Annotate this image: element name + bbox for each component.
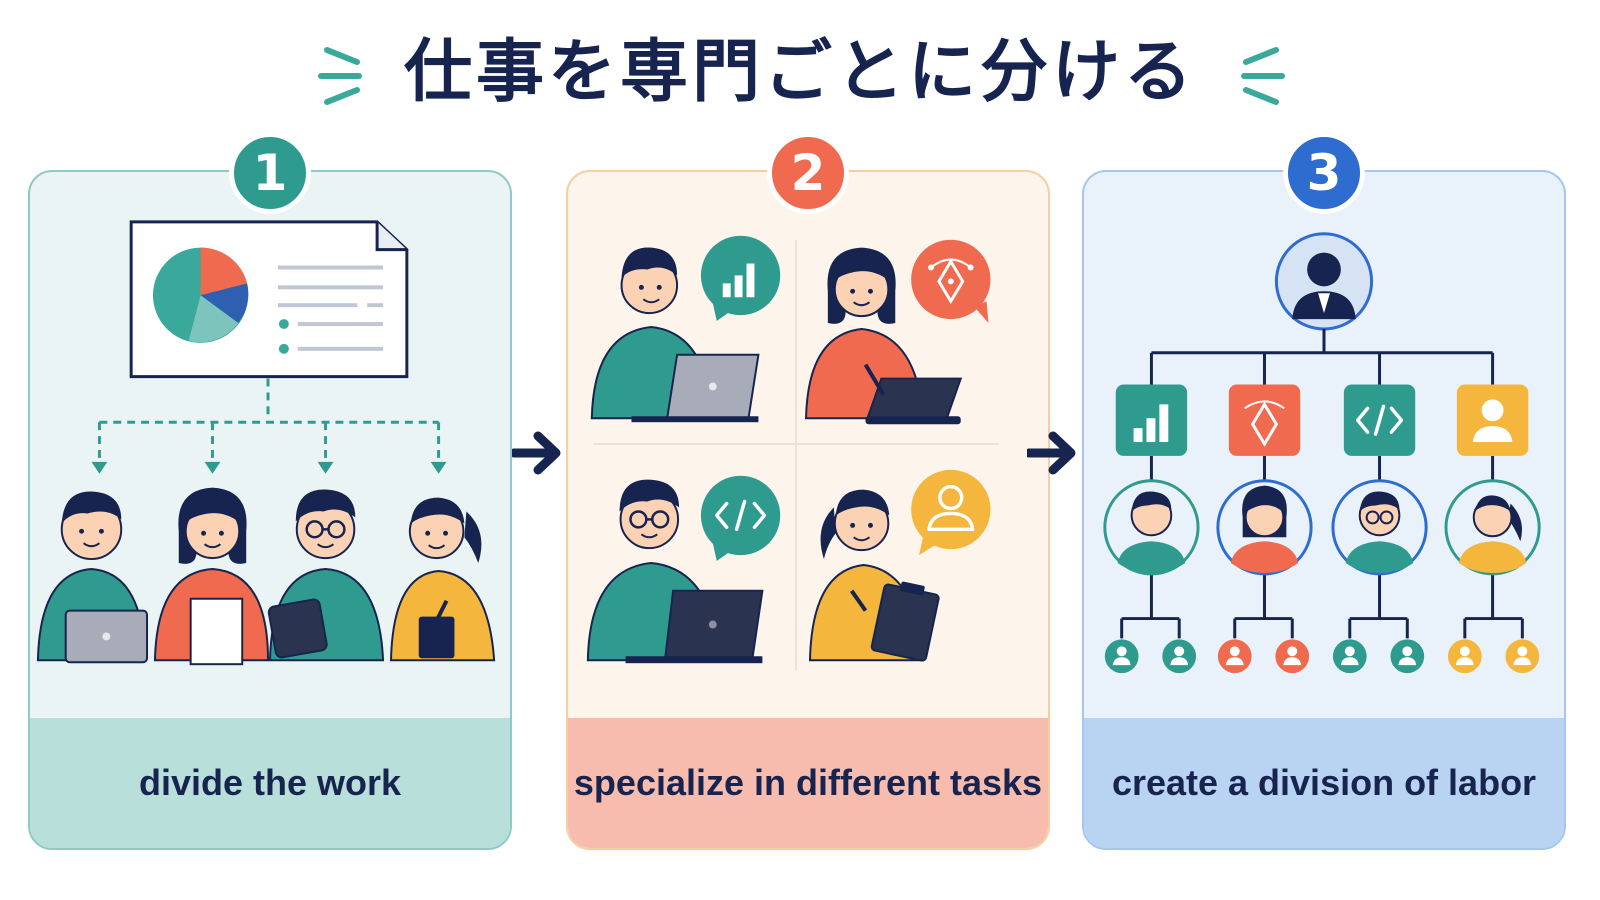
page-title: 仕事を専門ごとに分ける	[403, 33, 1196, 112]
step-1-caption: divide the work	[138, 762, 402, 803]
report-document	[129, 220, 409, 379]
worker-3	[267, 489, 385, 662]
bar-chart-icon	[1115, 384, 1188, 456]
caption-band	[1084, 718, 1564, 848]
clipboard-icon	[850, 581, 940, 662]
step-2-panel: specialize in different tasks	[566, 170, 1050, 850]
worker-4	[389, 497, 496, 662]
person-icon	[911, 469, 991, 556]
title-row: 仕事を専門ごとに分ける	[0, 28, 1600, 118]
org-chart-lines	[1120, 328, 1524, 639]
designer-worker	[805, 247, 963, 425]
step-1-illustration	[36, 220, 496, 666]
lead-coordinator	[1444, 479, 1541, 576]
team-member-icons	[1104, 639, 1540, 674]
developer-worker	[586, 479, 764, 664]
step-1-badge: 1	[229, 132, 311, 214]
lead-designer	[1216, 479, 1313, 576]
caption-band	[568, 718, 1048, 848]
step-3-panel: create a division of labor	[1082, 170, 1566, 850]
coordinator-worker	[808, 489, 940, 662]
arrow-down-icons	[91, 461, 447, 474]
code-icon	[700, 475, 781, 562]
arrow-right-icon	[512, 431, 561, 475]
burst-right-icon	[1241, 47, 1285, 105]
paper-icon	[189, 597, 244, 666]
step-3-badge: 3	[1283, 132, 1365, 214]
tablet-icon	[863, 363, 963, 425]
worker-2	[153, 487, 270, 666]
step-3-illustration	[1103, 232, 1541, 674]
manager-icon	[1274, 232, 1374, 331]
laptop-icon	[631, 353, 760, 423]
arrow-right-icon	[1027, 431, 1076, 475]
pen-tool-icon	[1228, 384, 1301, 456]
step-2-caption: specialize in different tasks	[573, 762, 1043, 803]
step-2-badge: 2	[767, 132, 849, 214]
step-2-illustration	[586, 235, 999, 671]
tablet-icon	[267, 598, 328, 659]
worker-1	[36, 491, 149, 664]
laptop-icon	[64, 609, 149, 664]
notebook-icon	[418, 599, 455, 659]
person-icon	[1456, 384, 1529, 456]
analyst-worker	[590, 247, 760, 423]
bar-chart-icon	[700, 235, 781, 322]
lead-analyst	[1103, 479, 1200, 576]
step-1-panel: divide the work	[28, 170, 512, 850]
laptop-icon	[625, 589, 764, 664]
lead-developer	[1331, 479, 1428, 576]
pie-chart-icon	[152, 247, 249, 343]
burst-left-icon	[318, 47, 362, 105]
code-icon	[1343, 384, 1416, 456]
pen-tool-icon	[911, 239, 991, 324]
step-3-caption: create a division of labor	[1111, 762, 1537, 803]
caption-band	[30, 718, 510, 848]
distribution-lines	[97, 378, 441, 462]
